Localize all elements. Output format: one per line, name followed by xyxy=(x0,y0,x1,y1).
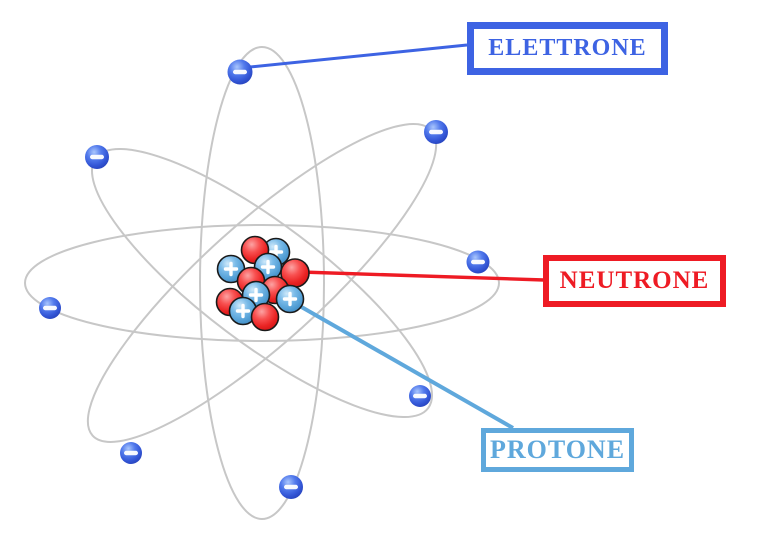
minus-icon xyxy=(124,450,138,456)
electron-particle xyxy=(85,145,109,169)
minus-icon xyxy=(471,259,485,265)
electron-particle xyxy=(466,250,490,274)
plus-icon xyxy=(248,287,264,303)
electron-particle xyxy=(120,442,142,464)
neutron-label-text: NEUTRONE xyxy=(559,267,710,294)
minus-icon xyxy=(233,69,247,75)
proton-label: PROTONE xyxy=(481,428,634,472)
minus-icon xyxy=(429,129,443,135)
plus-icon xyxy=(260,259,276,275)
proton-particle xyxy=(275,284,305,314)
minus-icon xyxy=(413,393,427,399)
minus-icon xyxy=(90,154,104,160)
minus-icon xyxy=(43,305,57,311)
minus-icon xyxy=(284,484,298,490)
plus-icon xyxy=(235,303,251,319)
electron-particle xyxy=(39,297,61,319)
neutron-particle xyxy=(250,302,280,332)
plus-icon xyxy=(223,261,239,277)
orbit-path xyxy=(24,224,500,342)
electron-particle xyxy=(424,120,448,144)
neutron-label: NEUTRONE xyxy=(543,255,726,307)
electron-label: ELETTRONE xyxy=(467,22,668,75)
electron-label-text: ELETTRONE xyxy=(488,35,647,61)
orbit-path xyxy=(199,46,325,520)
electron-particle xyxy=(279,475,303,499)
neutron-connector-line xyxy=(300,270,545,282)
electron-connector-line xyxy=(249,43,468,69)
proton-label-text: PROTONE xyxy=(489,435,626,464)
plus-icon xyxy=(282,291,298,307)
neutron-sphere xyxy=(250,302,280,332)
electron-particle xyxy=(227,59,253,85)
electron-particle xyxy=(409,385,431,407)
proton-connector-line xyxy=(290,299,514,430)
